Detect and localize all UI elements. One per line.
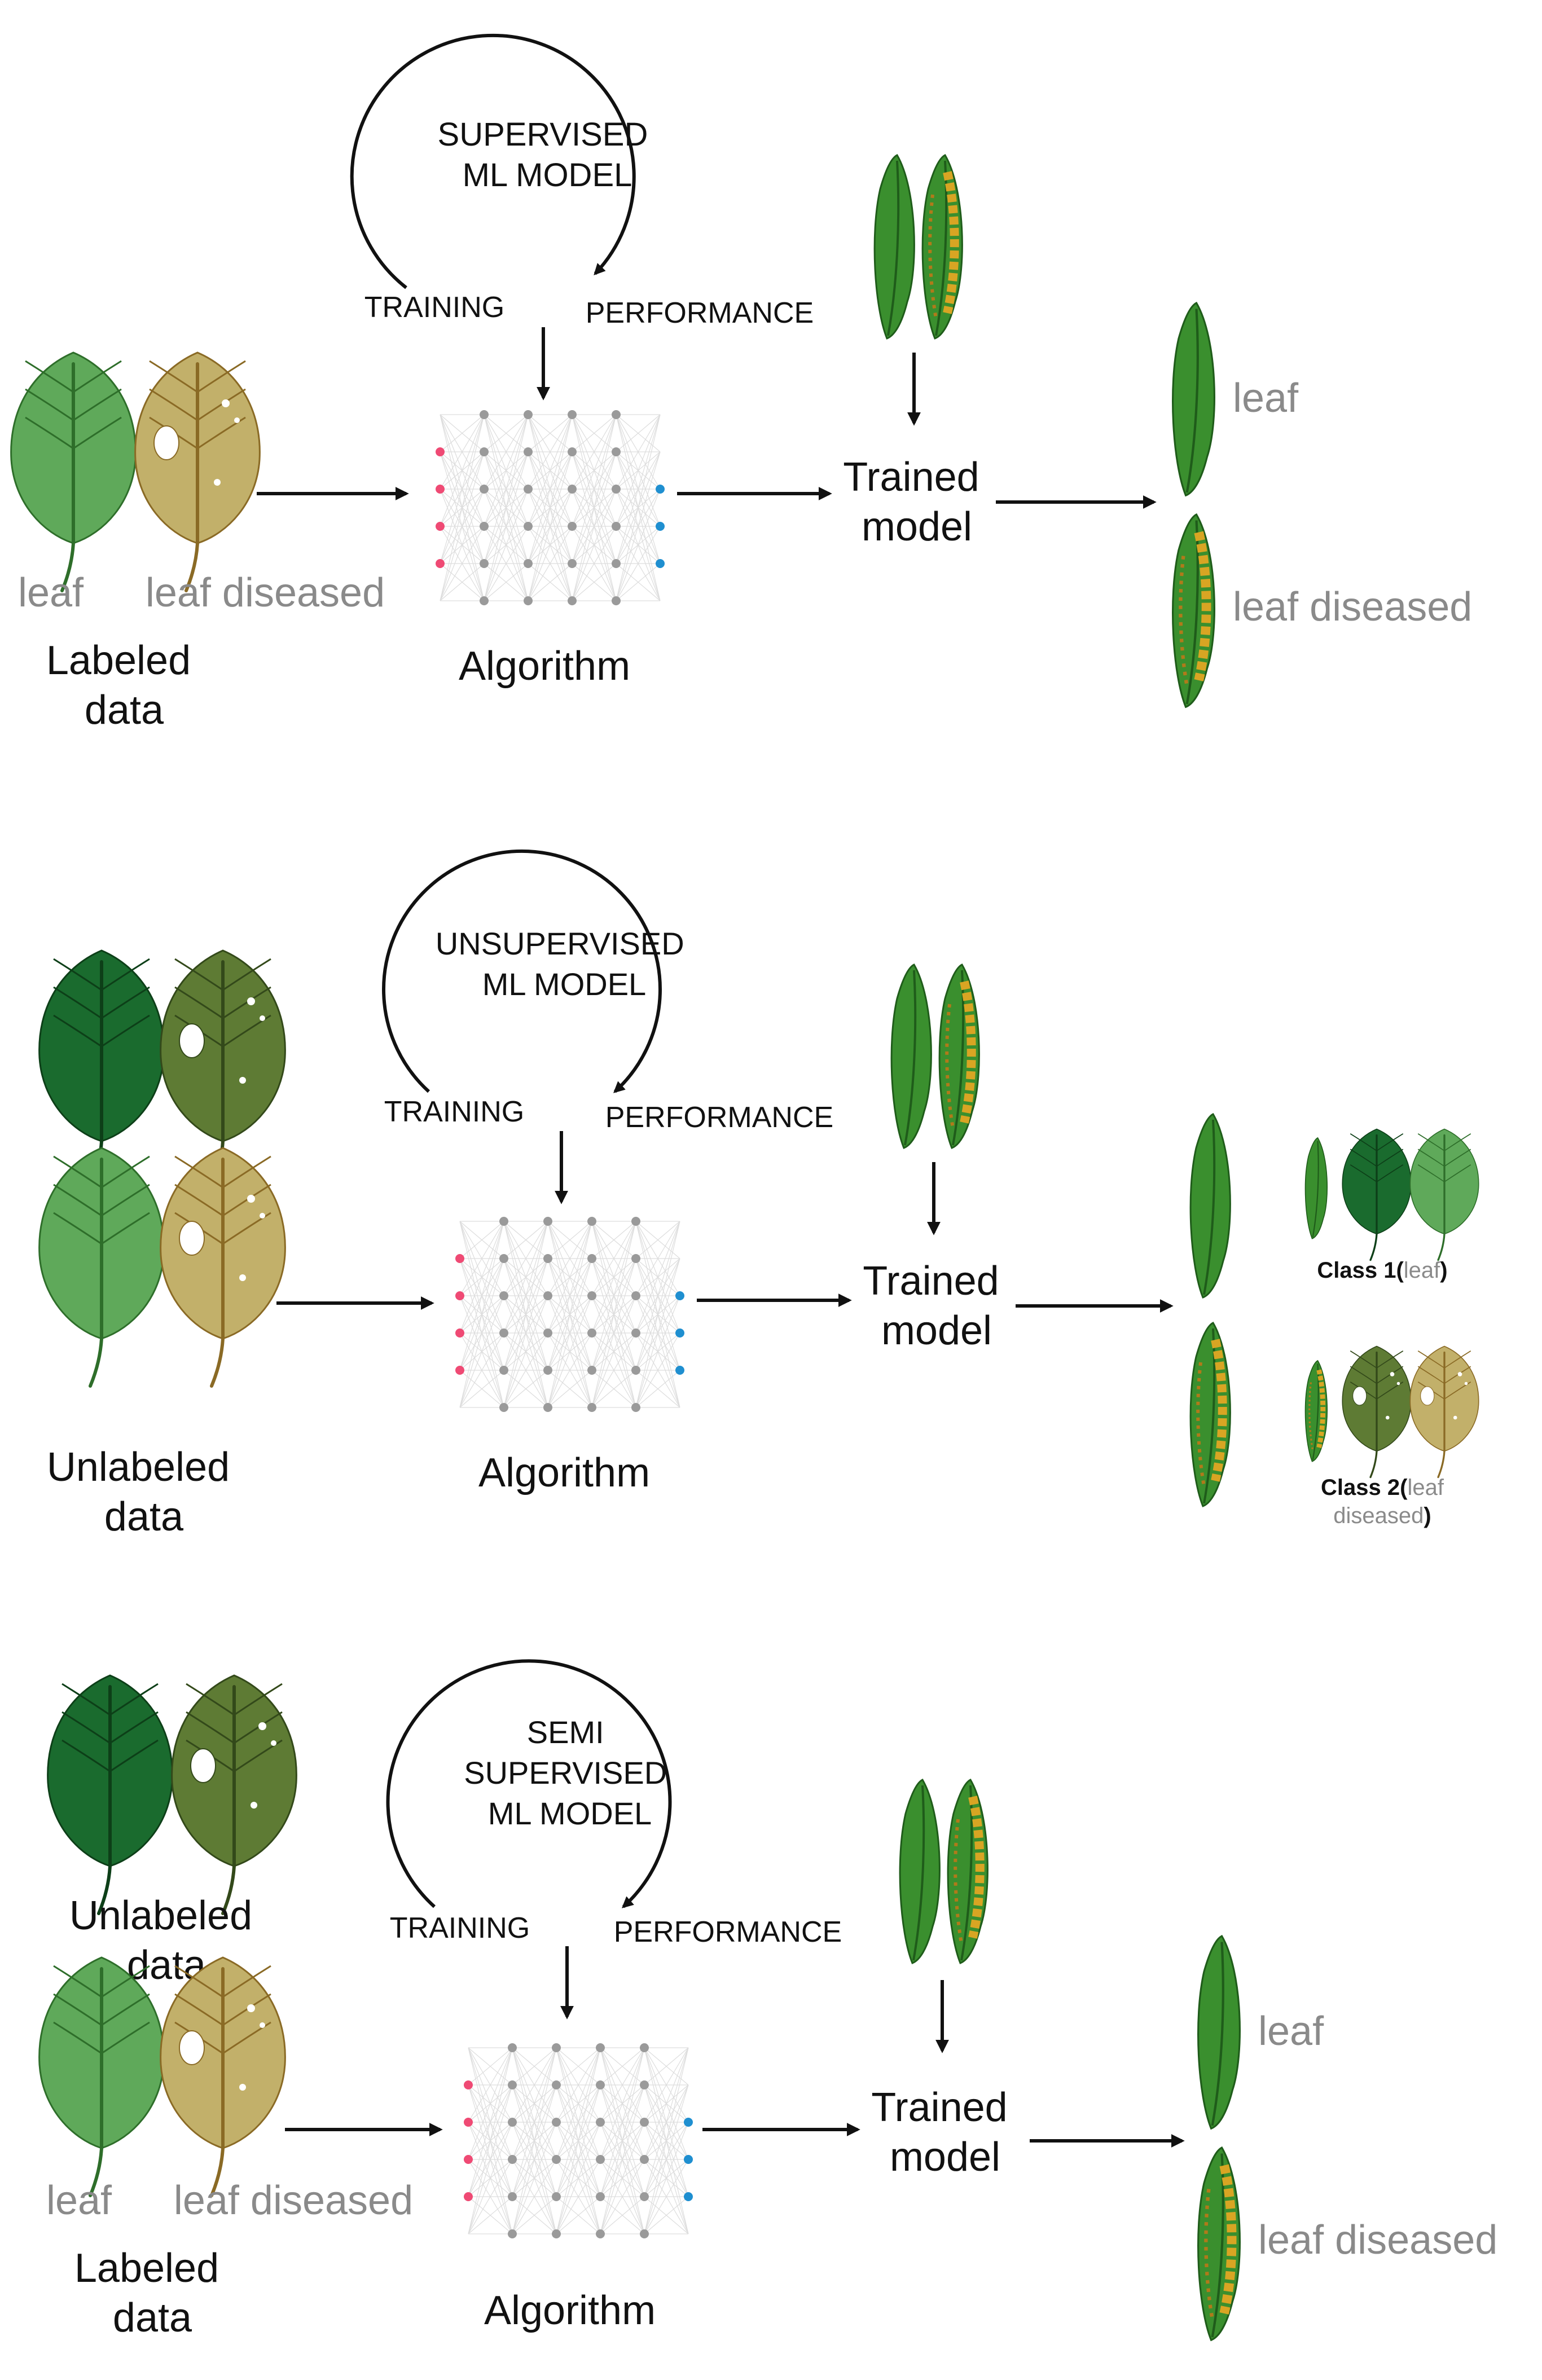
neural-network-icon [455,1217,684,1412]
performance-label: PERFORMANCE [614,1916,842,1948]
class1-light-leaf-icon [1409,1128,1479,1261]
output-leaf-icon [1172,301,1215,497]
input-leaf-diseased-label: leaf diseased [174,2178,413,2223]
output-leaf-diseased-label: leaf diseased [1258,2218,1497,2263]
algorithm-label: Algorithm [459,644,630,689]
panel-supervised: SUPERVISED ML MODEL TRAINING PERFORMANCE… [10,33,1472,733]
leaf-healthy-icon [38,1147,165,1388]
labeled-data-title: Labeled data [74,2246,230,2341]
training-label: TRAINING [384,1096,524,1128]
trained-model-label: Trained model [843,455,990,549]
class2-tan-leaf-icon [1409,1345,1479,1479]
class1-label: Class 1(leaf) [1317,1258,1447,1283]
class2-slim-leaf-diseased-icon [1304,1360,1328,1462]
leaf-olive-diseased-icon [160,949,286,1190]
model-label: UNSUPERVISED ML MODEL [436,926,693,1002]
model-label: SEMI SUPERVISED ML MODEL [464,1714,676,1831]
slim-leaf-icon [873,154,915,340]
output-leaf-diseased-icon [1172,513,1215,709]
output-leaf-diseased-icon [1189,1322,1231,1507]
output-leaf-label: leaf [1258,2009,1324,2054]
performance-label: PERFORMANCE [605,1101,833,1134]
trained-model-label: Trained model [871,2085,1018,2180]
input-leaf-diseased-label: leaf diseased [146,570,385,615]
leaf-healthy-icon [38,1956,165,2197]
cycle-arrow [350,33,636,289]
output-leaf-icon [1189,1113,1231,1299]
output-leaf-diseased-icon [1197,2146,1241,2342]
leaf-diseased-icon [134,351,261,592]
performance-label: PERFORMANCE [586,297,814,329]
leaf-diseased-icon [160,1956,286,2197]
neural-network-icon [436,410,665,605]
panel-unsupervised: UNSUPERVISED ML MODEL TRAINING PERFORMAN… [38,849,1479,1539]
leaf-diseased-icon [160,1147,286,1388]
class2-olive-leaf-icon [1342,1345,1412,1479]
input-data-title: Labeled data [46,638,202,733]
leaf-dark-green-icon [38,949,165,1190]
slim-leaf-icon [899,1779,941,1964]
input-data-title: Unlabeled data [47,1445,241,1539]
input-leaf-label: leaf [46,2178,112,2223]
model-label: SUPERVISED ML MODEL [438,116,657,193]
leaf-olive-diseased-icon [171,1674,297,1915]
algorithm-label: Algorithm [478,1450,650,1495]
neural-network-icon [464,2043,693,2238]
trained-model-label: Trained model [863,1259,1010,1353]
algorithm-label: Algorithm [484,2288,656,2333]
leaf-dark-green-icon [47,1674,173,1915]
output-leaf-label: leaf [1233,376,1299,421]
training-label: TRAINING [364,291,504,324]
class2-label-line2: diseased) [1333,1503,1431,1528]
output-leaf-diseased-label: leaf diseased [1233,584,1472,630]
slim-leaf-diseased-icon [947,1779,989,1964]
cycle-arrow [386,1659,672,1908]
leaf-healthy-icon [10,351,137,592]
cycle-arrow [382,849,662,1093]
class1-dark-leaf-icon [1342,1128,1412,1261]
class2-label: Class 2(leaf [1321,1475,1444,1500]
class1-slim-leaf-icon [1304,1137,1328,1239]
output-leaf-icon [1197,1934,1241,2130]
panel-semi-supervised: SEMI SUPERVISED ML MODEL TRAINING PERFOR… [38,1659,1497,2342]
input-leaf-label: leaf [18,570,84,615]
slim-leaf-icon [890,964,932,1149]
slim-leaf-diseased-icon [921,154,963,340]
training-label: TRAINING [390,1912,530,1945]
slim-leaf-diseased-icon [938,964,980,1149]
